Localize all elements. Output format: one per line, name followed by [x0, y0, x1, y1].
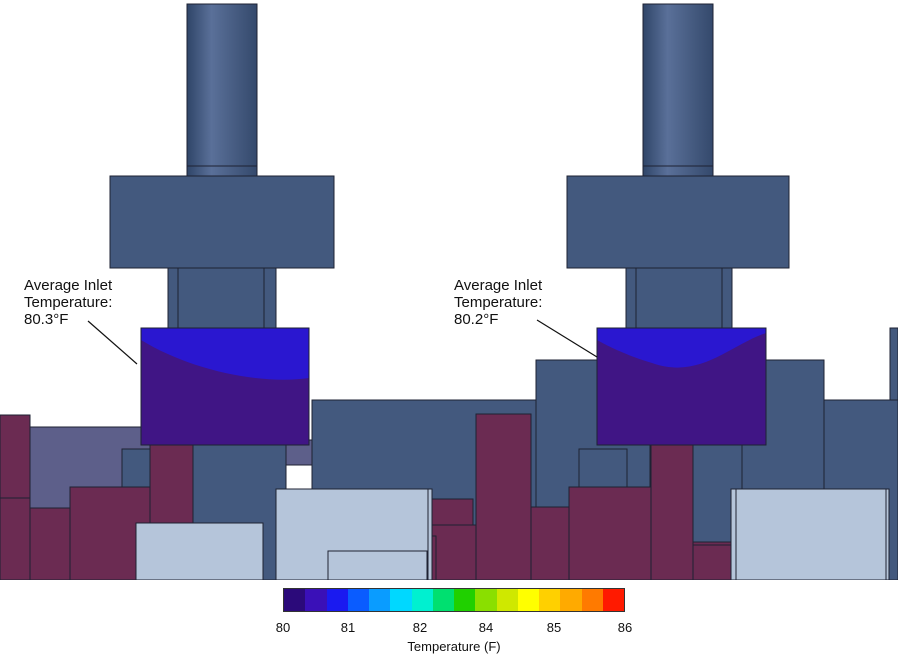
callout-line-1: Average Inlet — [24, 277, 113, 294]
background-structure — [889, 327, 898, 401]
colorbar-swatch — [390, 589, 412, 611]
maroon-block — [568, 486, 652, 580]
neck-left — [167, 267, 277, 331]
callout-line-2: Temperature: — [454, 294, 543, 311]
colorbar-swatch — [496, 589, 518, 611]
colorbar-swatch — [454, 589, 476, 611]
colorbar-tick: 81 — [340, 620, 356, 635]
colorbar-swatch — [475, 589, 497, 611]
light-block — [730, 488, 890, 580]
colorbar-tick: 84 — [478, 620, 494, 635]
light-block — [135, 522, 264, 580]
colorbar-tick: 82 — [412, 620, 428, 635]
inlet-hot-spot-right — [597, 328, 766, 368]
colorbar-swatch — [602, 589, 624, 611]
colorbar-swatch — [539, 589, 561, 611]
colorbar-tick: 85 — [546, 620, 562, 635]
colorbar-label: Temperature (F) — [407, 639, 501, 654]
top-housing-left — [109, 175, 335, 269]
neck-right — [625, 267, 733, 331]
top-housing-right — [566, 175, 790, 269]
colorbar-swatch — [284, 589, 306, 611]
callout-line-2: Temperature: — [24, 294, 113, 311]
light-block — [327, 550, 428, 580]
callout-leader-left — [87, 320, 138, 365]
exhaust-stack-left — [186, 3, 258, 177]
maroon-block — [530, 506, 570, 580]
colorbar-swatch — [326, 589, 348, 611]
colorbar-tick: 80 — [275, 620, 291, 635]
colorbar-tick: 86 — [617, 620, 633, 635]
callout-line-1: Average Inlet — [454, 277, 543, 294]
inlet-hot-spot-left — [141, 328, 309, 380]
colorbar-swatch — [581, 589, 603, 611]
maroon-block — [0, 497, 31, 580]
colorbar-swatch — [560, 589, 582, 611]
callout-value: 80.3°F — [24, 311, 69, 328]
colorbar-swatch — [432, 589, 454, 611]
callout-right: Average Inlet Temperature: 80.2°F — [454, 277, 542, 328]
small-block — [578, 448, 628, 488]
callout-leader-right — [536, 319, 598, 358]
callout-left: Average Inlet Temperature: 80.3°F — [24, 277, 112, 328]
maroon-block — [650, 440, 694, 580]
thermal-model-scene — [0, 3, 898, 580]
colorbar-swatch — [369, 589, 391, 611]
colorbar-swatch — [305, 589, 327, 611]
callout-value: 80.2°F — [454, 311, 499, 328]
colorbar-swatch — [517, 589, 539, 611]
colorbar-swatch — [411, 589, 433, 611]
exhaust-stack-right — [642, 3, 714, 177]
temperature-colorbar — [283, 588, 625, 612]
colorbar-swatch — [347, 589, 369, 611]
maroon-block — [475, 413, 532, 580]
small-block — [121, 448, 153, 490]
maroon-block — [29, 507, 71, 580]
